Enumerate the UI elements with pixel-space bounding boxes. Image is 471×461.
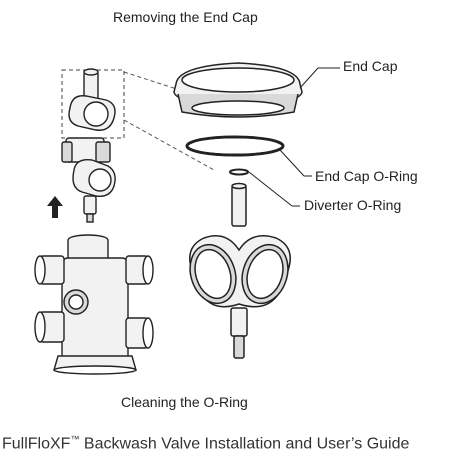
end-cap-oring-leader (279, 149, 305, 177)
detail-leader-line (123, 71, 187, 93)
document-footer: FullFloXF™ Backwash Valve Installation a… (2, 434, 409, 453)
detail-leader-line (123, 119, 215, 171)
valve-body (34, 234, 154, 375)
top-caption: Removing the End Cap (113, 9, 258, 25)
footer-title: Backwash Valve Installation and User’s G… (79, 435, 410, 453)
callout-end-cap-oring: End Cap O-Ring (315, 168, 418, 184)
diverter-oring-leader (248, 171, 293, 207)
callout-diverter-oring: Diverter O-Ring (304, 197, 402, 213)
diverter-oring (229, 168, 249, 176)
callout-end-cap: End Cap (343, 58, 398, 74)
end-cap-oring (185, 135, 285, 157)
upper-valve-assembly (61, 68, 116, 223)
footer-brand: FullFloXF (2, 435, 71, 453)
footer-trademark: ™ (70, 434, 80, 444)
end-cap-leader (299, 67, 319, 89)
end-cap (173, 62, 303, 118)
diverter (189, 182, 291, 359)
bottom-caption: Cleaning the O-Ring (121, 394, 248, 410)
up-arrow-icon (47, 196, 63, 218)
